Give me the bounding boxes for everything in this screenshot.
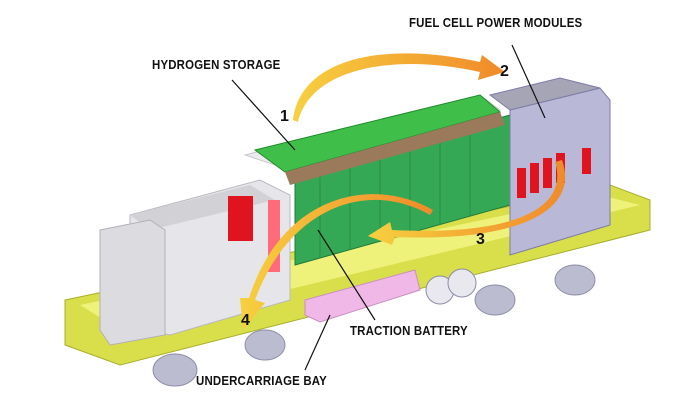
arrow-2-to-3 — [368, 160, 566, 245]
step-2: 2 — [500, 63, 509, 80]
label-undercarriage-bay: UNDERCARRIAGE BAY — [196, 373, 327, 388]
leader-lines — [231, 44, 546, 371]
label-hydrogen-storage: HYDROGEN STORAGE — [152, 57, 281, 72]
label-traction-battery: TRACTION BATTERY — [350, 323, 468, 338]
step-1: 1 — [280, 108, 289, 125]
step-4: 4 — [241, 312, 250, 329]
nose — [99, 219, 166, 346]
fuel-cell-power-modules-roof — [488, 77, 601, 111]
arrow-1-to-2 — [293, 53, 505, 122]
cab-red-panel — [228, 196, 253, 241]
wheels — [152, 264, 596, 387]
step-3: 3 — [476, 231, 485, 248]
undercarriage-bay — [304, 269, 421, 323]
flow-arrows — [240, 53, 566, 330]
label-fuel-cell-power-modules: FUEL CELL POWER MODULES — [409, 15, 583, 30]
